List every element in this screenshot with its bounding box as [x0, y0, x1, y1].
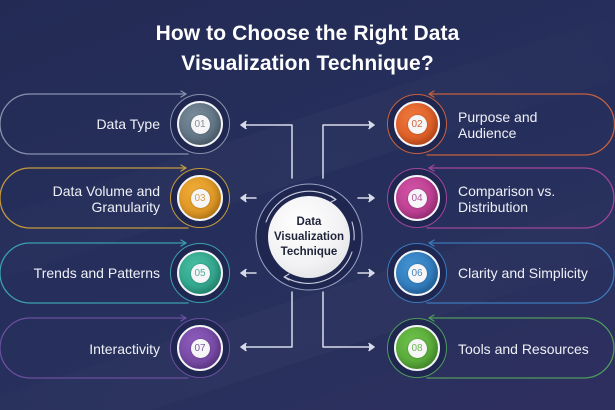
- badge-number: 01: [190, 114, 210, 134]
- badge-disk: 04: [394, 175, 440, 221]
- badge-disk: 08: [394, 325, 440, 371]
- page-title: How to Choose the Right Data Visualizati…: [0, 19, 615, 79]
- item-label-line: Clarity and Simplicity: [458, 265, 588, 281]
- item-label-line: Purpose and: [458, 109, 538, 125]
- item-label-line: Distribution: [458, 199, 529, 215]
- item-label-line: Comparison vs.: [458, 183, 556, 199]
- item-label-06: Clarity and Simplicity: [458, 265, 588, 281]
- center-node: Data Visualization Technique: [268, 196, 350, 278]
- badge-disk: 01: [177, 101, 223, 147]
- badge-07: 07: [170, 318, 230, 378]
- title-line-1: How to Choose the Right Data: [155, 22, 460, 45]
- pill-outline-04: [426, 164, 615, 229]
- badge-02: 02: [387, 94, 447, 154]
- item-label-line: Tools and Resources: [458, 341, 589, 357]
- item-label-line: Audience: [458, 125, 517, 141]
- item-label-line: Granularity: [91, 199, 160, 215]
- center-label-line-1: Data: [296, 215, 322, 228]
- badge-08: 08: [387, 318, 447, 378]
- badge-05: 05: [170, 243, 230, 303]
- center-label-line-3: Technique: [280, 245, 338, 258]
- badge-disk: 06: [394, 250, 440, 296]
- item-label-01: Data Type: [96, 116, 160, 132]
- item-label-07: Interactivity: [89, 341, 160, 357]
- badge-number: 04: [407, 188, 427, 208]
- title-line-2: Visualization Technique?: [181, 52, 434, 75]
- badge-number: 07: [190, 338, 210, 358]
- item-label-02: Purpose and Audience: [458, 109, 537, 141]
- badge-disk: 03: [177, 175, 223, 221]
- item-label-line: Interactivity: [89, 341, 160, 357]
- pill-outline-08: [426, 314, 615, 379]
- badge-disk: 02: [394, 101, 440, 147]
- item-label-03: Data Volume and Granularity: [53, 183, 160, 215]
- badge-number: 03: [190, 188, 210, 208]
- badge-04: 04: [387, 168, 447, 228]
- badge-01: 01: [170, 94, 230, 154]
- item-label-08: Tools and Resources: [458, 341, 589, 357]
- item-label-05: Trends and Patterns: [34, 265, 160, 281]
- item-label-04: Comparison vs. Distribution: [458, 183, 555, 215]
- item-label-line: Data Volume and: [52, 183, 160, 199]
- badge-disk: 05: [177, 250, 223, 296]
- pill-outline-07: [0, 314, 189, 379]
- item-label-line: Trends and Patterns: [33, 265, 160, 281]
- badge-number: 06: [407, 263, 427, 283]
- pill-outline-06: [426, 239, 615, 304]
- pill-outline-05: [0, 239, 189, 304]
- badge-number: 05: [190, 263, 210, 283]
- badge-number: 08: [407, 338, 427, 358]
- badge-03: 03: [170, 168, 230, 228]
- connector-arrows: [240, 120, 375, 352]
- center-label-line-2: Visualization: [273, 230, 345, 243]
- pill-outline-03: [0, 164, 189, 229]
- badge-disk: 07: [177, 325, 223, 371]
- badge-number: 02: [407, 114, 427, 134]
- pill-outline-02: [426, 90, 615, 156]
- pill-outline-01: [0, 90, 189, 155]
- badge-06: 06: [387, 243, 447, 303]
- item-label-line: Data Type: [96, 116, 160, 132]
